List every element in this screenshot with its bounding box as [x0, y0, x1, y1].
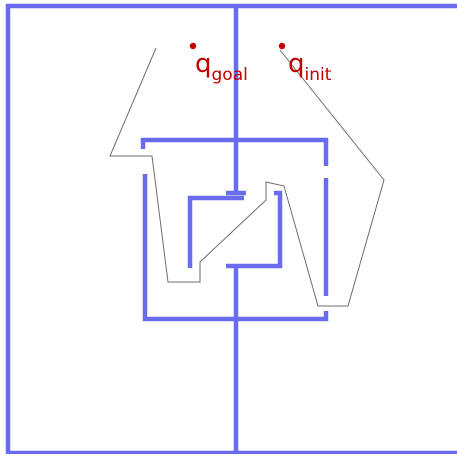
goal-label: qgoal — [195, 49, 248, 85]
init-label-subscript: init — [305, 65, 332, 85]
inner-left-bracket-wall — [187, 195, 244, 268]
goal-label-subscript: goal — [212, 65, 248, 85]
init-point-marker — [278, 42, 286, 50]
middle-frame-top-wall — [140, 137, 329, 166]
inner-right-bracket-wall — [226, 190, 283, 269]
goal-point-marker — [189, 42, 197, 50]
middle-frame-bottom-wall — [142, 174, 329, 322]
init-label-symbol: q — [288, 49, 305, 79]
init-label: qinit — [288, 49, 332, 85]
goal-label-symbol: q — [195, 49, 212, 79]
solution-path-line — [109, 47, 385, 307]
